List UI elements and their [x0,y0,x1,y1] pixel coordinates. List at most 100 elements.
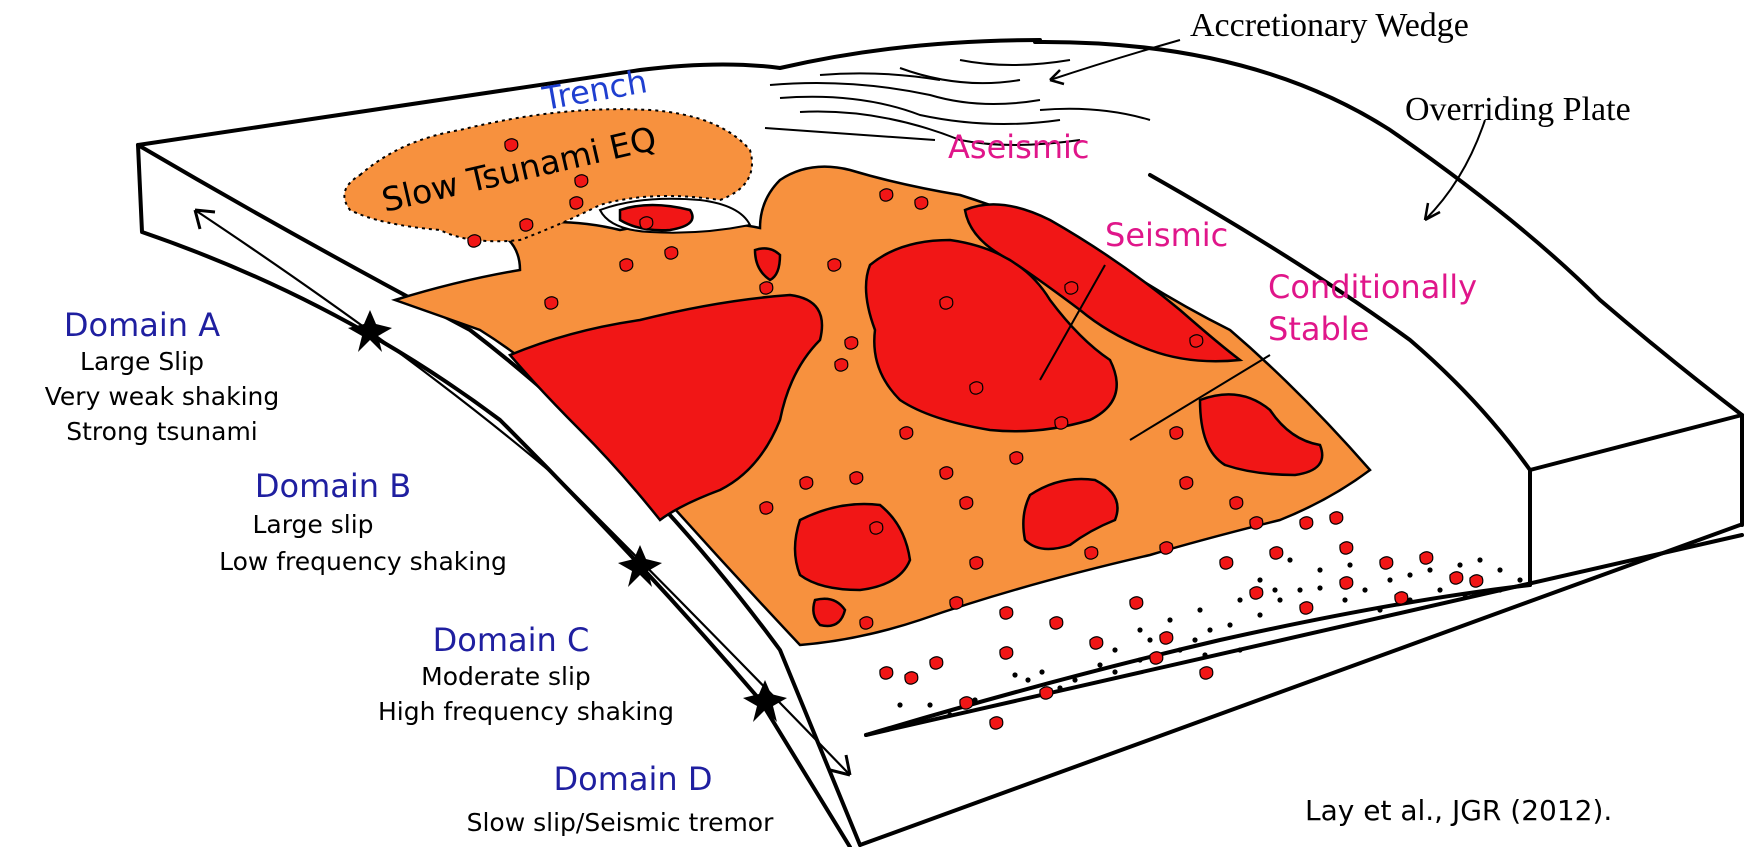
black-dot [1272,587,1277,592]
black-dot [1137,627,1142,632]
red-dot [1170,427,1183,439]
domain-c: Domain C Moderate slip High frequency sh… [378,621,674,726]
red-dot [1450,572,1463,584]
red-dot [990,717,1003,729]
black-dot [1039,669,1044,674]
black-dot [972,697,977,702]
seismic-label: Seismic [1105,216,1228,254]
red-dot [950,597,963,609]
red-dot [1330,512,1343,524]
black-dot [897,702,902,707]
domain-c-line-2: High frequency shaking [378,697,674,726]
black-dot [1362,587,1367,592]
domain-d: Domain D Slow slip/Seismic tremor [467,760,774,837]
black-dot [1147,637,1152,642]
red-dot [940,467,953,479]
red-dot [1300,602,1313,614]
red-dot [1250,587,1263,599]
black-dot [1112,669,1117,674]
red-dot [870,522,883,534]
red-dot [1000,647,1013,659]
conditionally-stable-label-line2: Stable [1268,310,1369,348]
black-dot [1197,607,1202,612]
seismic-patch-small-2 [620,205,693,230]
red-dot [1420,552,1433,564]
red-dot [575,175,588,187]
red-dot [1130,597,1143,609]
black-dot [1347,562,1352,567]
black-dot [1012,672,1017,677]
black-dot [1427,567,1432,572]
black-dot [1177,647,1182,652]
red-dot [828,259,841,271]
red-dot [1090,637,1103,649]
red-dot [1055,417,1068,429]
red-dot [1230,497,1243,509]
black-dot [1137,657,1142,662]
red-dot [1340,577,1353,589]
black-dot [1437,587,1442,592]
domain-d-title: Domain D [554,760,713,798]
red-dot [880,189,893,201]
red-dot [1160,632,1173,644]
domain-c-line-1: Moderate slip [421,662,591,691]
red-dot [970,557,983,569]
red-dot [960,697,973,709]
red-dot [640,217,653,229]
black-dot [1257,612,1262,617]
domain-a-line-1: Large Slip [80,347,204,376]
red-dot [860,617,873,629]
red-dot [1380,557,1393,569]
domain-b-line-2: Low frequency shaking [219,547,507,576]
black-dot [1057,685,1062,690]
red-dot [1270,547,1283,559]
black-dot [1202,652,1207,657]
black-dot [1072,677,1077,682]
black-dot [1227,622,1232,627]
red-dot [570,197,583,209]
red-dot [900,427,913,439]
red-dot [1010,452,1023,464]
red-dot [760,502,773,514]
accretionary-wedge-label: Accretionary Wedge [1190,7,1469,44]
black-dot [1377,607,1382,612]
red-dot [1150,652,1163,664]
red-dot [468,235,481,247]
domain-c-title: Domain C [433,621,590,659]
seismic-patch-small-3 [813,599,845,626]
black-dot [1112,647,1117,652]
black-dot [1257,577,1262,582]
black-dot [1342,597,1347,602]
red-dot [970,382,983,394]
red-dot [620,259,633,271]
red-dot [1300,517,1313,529]
black-dot [1297,587,1302,592]
black-dot [1207,627,1212,632]
red-dot [1250,517,1263,529]
overriding-plate-label: Overriding Plate [1405,91,1631,128]
black-dot [1457,562,1462,567]
domain-b-title: Domain B [255,467,411,505]
red-dot [1065,282,1078,294]
seismic-patch-lower-left [795,504,910,590]
red-dot [930,657,943,669]
red-dot [835,359,848,371]
red-dot [1000,607,1013,619]
red-dot [1190,335,1203,347]
domain-b-line-1: Large slip [252,510,373,539]
black-dot [1407,597,1412,602]
red-dot [1470,575,1483,587]
black-dot [1237,597,1242,602]
red-dot [1180,477,1193,489]
red-dot [1085,547,1098,559]
black-dot [1317,585,1322,590]
black-dot [1192,637,1197,642]
black-dot [1477,557,1482,562]
red-dot [915,197,928,209]
black-dot [1097,662,1102,667]
red-dot [940,297,953,309]
black-dot [1462,592,1467,597]
red-dot [800,477,813,489]
red-dot [1160,542,1173,554]
